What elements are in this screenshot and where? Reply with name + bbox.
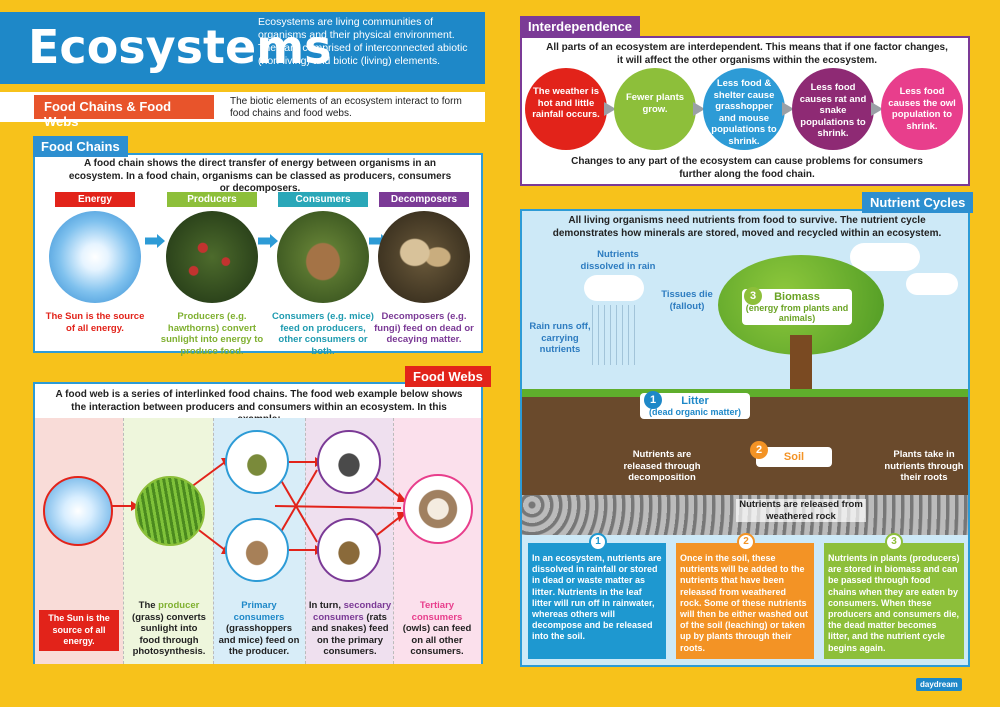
food-chains-webs-bar: Food Chains & Food Webs The biotic eleme… [0, 92, 485, 129]
rain-icon [592, 305, 636, 365]
info-box-1: In an ecosystem, nutrients are dissolved… [528, 543, 666, 659]
chain-label-decomposers: Decomposers [379, 192, 469, 207]
interdependence-text: All parts of an ecosystem are interdepen… [546, 42, 948, 66]
badge-1: 1 [644, 391, 662, 409]
chain-caption-energy: The Sun is the source of all energy. [45, 311, 145, 334]
web-producer-caption: The producer (grass) converts sunlight i… [132, 600, 206, 657]
chain-item-consumers: Consumers Consumers (e.g. mice) feed on … [268, 192, 378, 357]
chain-caption-producers: Producers (e.g. hawthorns) convert sunli… [160, 311, 264, 357]
chain-label-consumers: Consumers [278, 192, 368, 207]
arrow-icon [145, 234, 165, 248]
rock-label: Nutrients are released from weathered ro… [736, 499, 866, 522]
tissues-label: Tissues die (fallout) [661, 289, 713, 312]
decomp-label: Nutrients are released through decomposi… [623, 449, 701, 483]
hawthorn-image [166, 211, 258, 303]
web-sun-caption: The Sun is the source of all energy. [39, 610, 119, 651]
grass-image [135, 476, 205, 546]
badge-3: 3 [744, 287, 762, 305]
cloud-icon [850, 243, 920, 271]
food-chains-text: A food chain shows the direct transfer o… [68, 158, 452, 194]
food-chains-webs-label: Food Chains & Food Webs [34, 95, 214, 129]
page-title: Ecosystems [28, 20, 332, 74]
rain-label: Nutrients dissolved in rain [580, 249, 656, 272]
food-webs-tag: Food Webs [405, 366, 491, 387]
biomass-title: Biomass [774, 291, 820, 303]
cloud-icon [906, 273, 958, 295]
info-badge-3: 3 [885, 533, 903, 551]
fungi-image [378, 211, 470, 303]
chain-item-energy: Energy The Sun is the source of all ener… [45, 192, 145, 334]
step-circle-2: Fewer plants grow. [614, 68, 696, 150]
info-box-2: Once in the soil, these nutrients will b… [676, 543, 814, 659]
step-circle-4: Less food causes rat and snake populatio… [792, 68, 874, 150]
nutrient-panel: All living organisms need nutrients from… [520, 209, 970, 667]
roots-label: Plants take in nutrients through their r… [884, 449, 964, 483]
food-webs-panel: A food web is a series of interlinked fo… [33, 382, 483, 664]
interdependence-footer: Changes to any part of the ecosystem can… [571, 156, 923, 180]
chain-label-energy: Energy [55, 192, 135, 207]
web-primary-caption: Primary consumers (grasshoppers and mice… [218, 600, 300, 657]
sun-image [49, 211, 141, 303]
badge-2: 2 [750, 441, 768, 459]
web-mouse-image [225, 518, 289, 582]
rat-image [317, 430, 381, 494]
grasshopper-image [225, 430, 289, 494]
chain-item-producers: Producers Producers (e.g. hawthorns) con… [157, 192, 267, 357]
step-circle-3: Less food & shelter cause grasshopper an… [703, 68, 785, 150]
nutrient-tag: Nutrient Cycles [862, 192, 974, 213]
litter-title: Litter [681, 395, 709, 407]
chain-caption-consumers: Consumers (e.g. mice) feed on producers,… [272, 311, 374, 357]
web-sun-image [43, 476, 113, 546]
chain-item-decomposers: Decomposers Decomposers (e.g. fungi) fee… [373, 192, 475, 346]
info-badge-2: 2 [737, 533, 755, 551]
mouse-image [277, 211, 369, 303]
runoff-label: Rain runs off, carrying nutrients [529, 321, 591, 355]
chain-label-producers: Producers [167, 192, 257, 207]
arrow-icon [258, 234, 278, 248]
web-secondary-caption: In turn, secondary consumers (rats and s… [308, 600, 392, 657]
biomass-sub: (energy from plants and animals) [745, 303, 849, 323]
nutrient-text: All living organisms need nutrients from… [552, 215, 942, 239]
title-banner: Ecosystems Ecosystems are living communi… [0, 12, 485, 84]
food-chains-webs-text: The biotic elements of an ecosystem inte… [230, 96, 462, 119]
soil-label: Soil [756, 447, 832, 467]
info-badge-1: 1 [589, 533, 607, 551]
step-circle-1: The weather is hot and little rainfall o… [525, 68, 607, 150]
litter-sub: (dead organic matter) [648, 407, 742, 417]
cloud-icon [584, 275, 644, 301]
step-circle-5: Less food causes the owl population to s… [881, 68, 963, 150]
owl-image [403, 474, 473, 544]
snake-image [317, 518, 381, 582]
food-chains-tag: Food Chains [33, 136, 128, 157]
tree-trunk [790, 335, 812, 397]
chain-caption-decomposers: Decomposers (e.g. fungi) feed on dead or… [374, 311, 474, 345]
interdependence-tag: Interdependence [520, 16, 641, 37]
web-tertiary-caption: Tertiary consumers (owls) can feed on al… [402, 600, 472, 657]
info-box-3: Nutrients in plants (producers) are stor… [824, 543, 964, 659]
intro-text: Ecosystems are living communities of org… [258, 16, 468, 67]
brand-logo: daydream [916, 678, 962, 691]
